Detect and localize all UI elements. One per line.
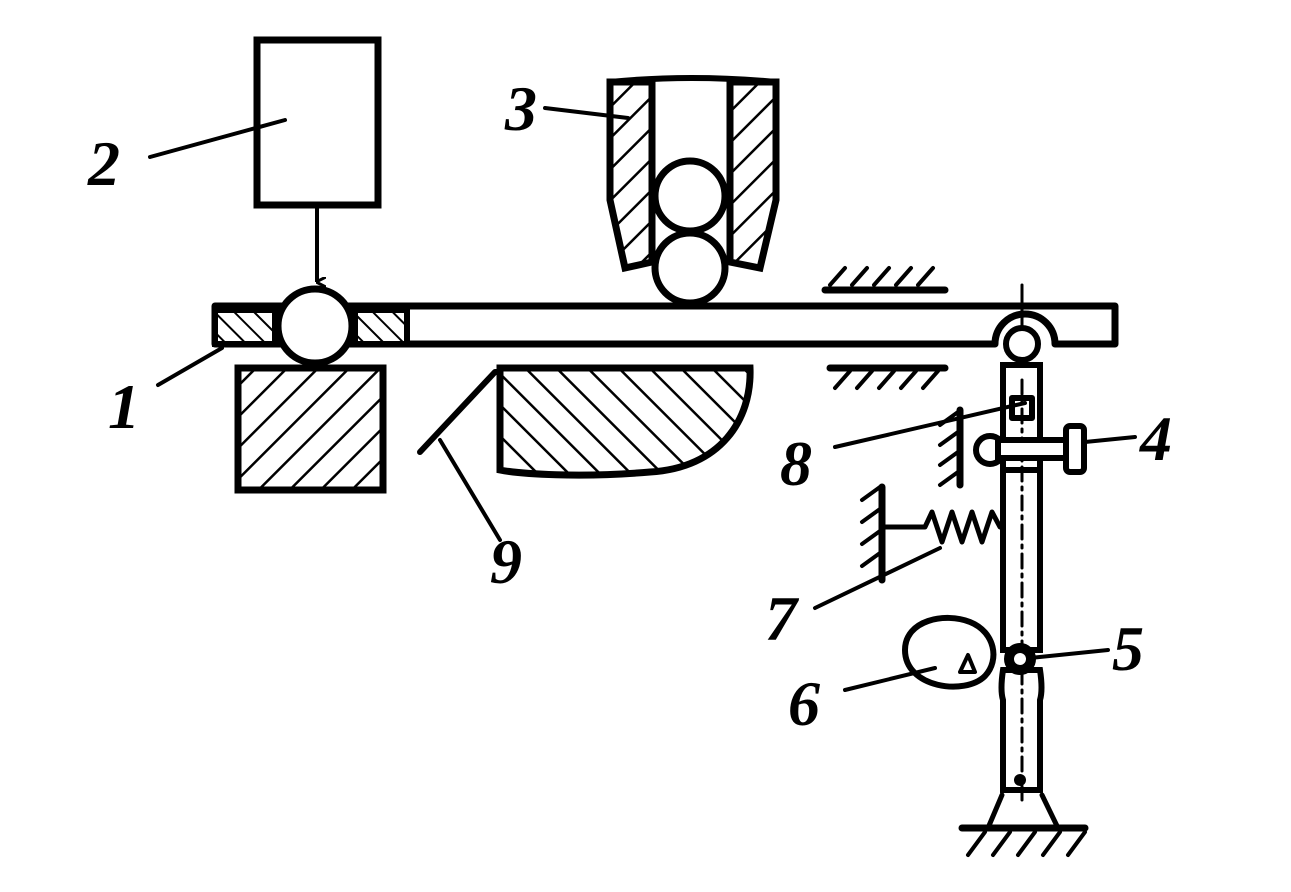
label-3: 3 — [504, 73, 537, 144]
part-7-spring — [860, 483, 1003, 584]
part-2-unit — [253, 36, 382, 282]
part-1-holder — [212, 285, 410, 367]
label-5: 5 — [1112, 613, 1144, 684]
label-4: 4 — [1139, 403, 1172, 474]
leader-lines — [148, 106, 1137, 692]
label-7: 7 — [765, 583, 800, 654]
slide-bar — [211, 302, 1119, 348]
part-9-plate — [417, 369, 503, 542]
fixed-guides — [821, 266, 949, 390]
part-4-screw — [938, 406, 1087, 489]
label-9: 9 — [490, 526, 522, 597]
label-8: 8 — [780, 428, 812, 499]
part-3-hopper — [606, 75, 780, 307]
vertical-lever — [958, 283, 1089, 857]
support-block-left — [234, 364, 387, 494]
support-block-center — [496, 364, 754, 479]
part-8-stop — [1009, 395, 1035, 421]
part-6-cam — [902, 614, 997, 690]
label-2: 2 — [87, 128, 120, 199]
label-1: 1 — [108, 371, 140, 442]
label-6: 6 — [788, 668, 820, 739]
